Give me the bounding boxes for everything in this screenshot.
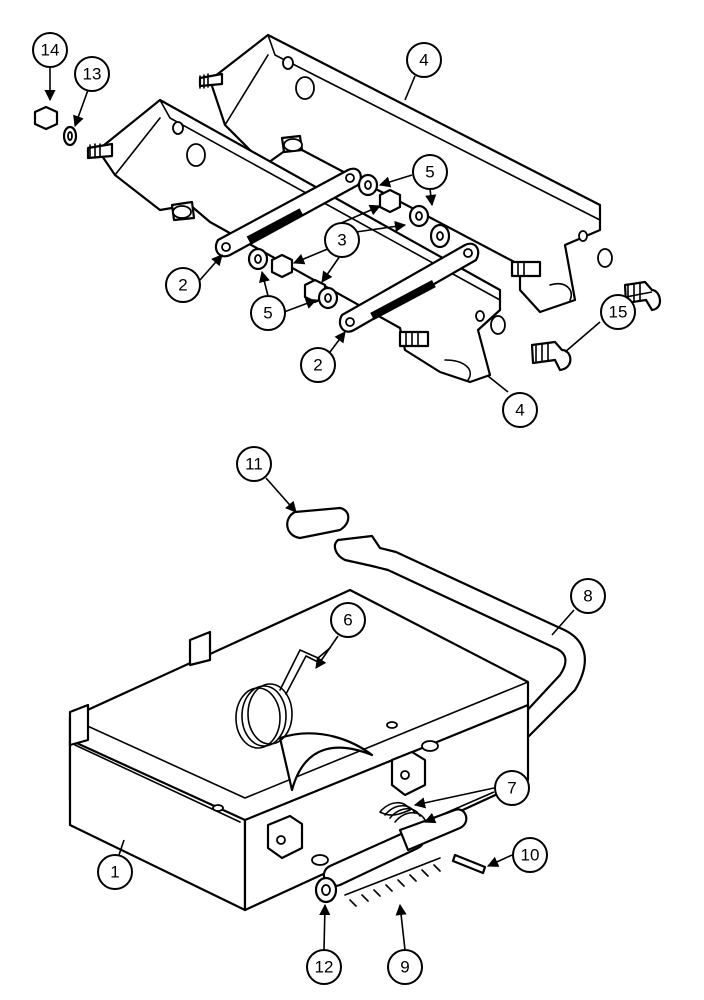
svg-text:2: 2 — [313, 356, 322, 375]
svg-text:5: 5 — [425, 163, 434, 182]
lock-washers — [62, 125, 451, 310]
svg-text:12: 12 — [315, 958, 334, 977]
callout-layer: 14 13 4 5 3 2 — [32, 32, 653, 985]
svg-text:3: 3 — [337, 231, 346, 250]
torsion-spring — [235, 647, 331, 749]
svg-text:10: 10 — [521, 846, 540, 865]
svg-text:2: 2 — [178, 276, 187, 295]
callout-1: 1 — [97, 839, 133, 890]
svg-text:7: 7 — [507, 779, 516, 798]
svg-text:1: 1 — [110, 863, 119, 882]
svg-text:14: 14 — [41, 41, 60, 60]
svg-text:15: 15 — [609, 303, 628, 322]
cotter-pin — [451, 853, 487, 875]
callout-4-upper: 4 — [404, 42, 442, 101]
callout-9: 9 — [387, 903, 423, 985]
callout-12: 12 — [306, 903, 342, 985]
svg-text:13: 13 — [83, 65, 102, 84]
svg-text:4: 4 — [515, 401, 524, 420]
callout-14: 14 — [32, 32, 68, 102]
slotted-strap-lower — [338, 242, 480, 333]
callout-3: 3 — [292, 204, 407, 283]
callout-5-upper: 5 — [378, 154, 448, 207]
svg-text:5: 5 — [263, 304, 272, 323]
latch-pin — [322, 808, 468, 907]
svg-text:6: 6 — [343, 611, 352, 630]
callout-13: 13 — [73, 56, 110, 128]
callout-8: 8 — [551, 578, 606, 636]
callout-10: 10 — [486, 837, 548, 873]
carriage-bolts — [530, 280, 661, 372]
svg-text:9: 9 — [400, 958, 409, 977]
slotted-strap-upper — [214, 167, 362, 258]
callout-6: 6 — [315, 602, 366, 669]
callout-11: 11 — [236, 446, 297, 513]
svg-text:11: 11 — [245, 455, 263, 474]
callout-15: 15 — [564, 291, 653, 353]
callout-4-lower: 4 — [487, 375, 538, 428]
callout-7: 7 — [413, 770, 530, 824]
latch-spring — [379, 801, 426, 823]
svg-text:8: 8 — [583, 587, 592, 606]
latch-housing — [68, 588, 530, 912]
callout-2-upper: 2 — [165, 254, 223, 303]
front-mounting-bracket — [86, 98, 506, 384]
flat-washer — [314, 876, 338, 904]
callout-5-lower: 5 — [250, 270, 318, 331]
svg-text:4: 4 — [419, 51, 428, 70]
callout-2-lower: 2 — [300, 331, 346, 383]
rear-mounting-bracket — [198, 33, 613, 314]
